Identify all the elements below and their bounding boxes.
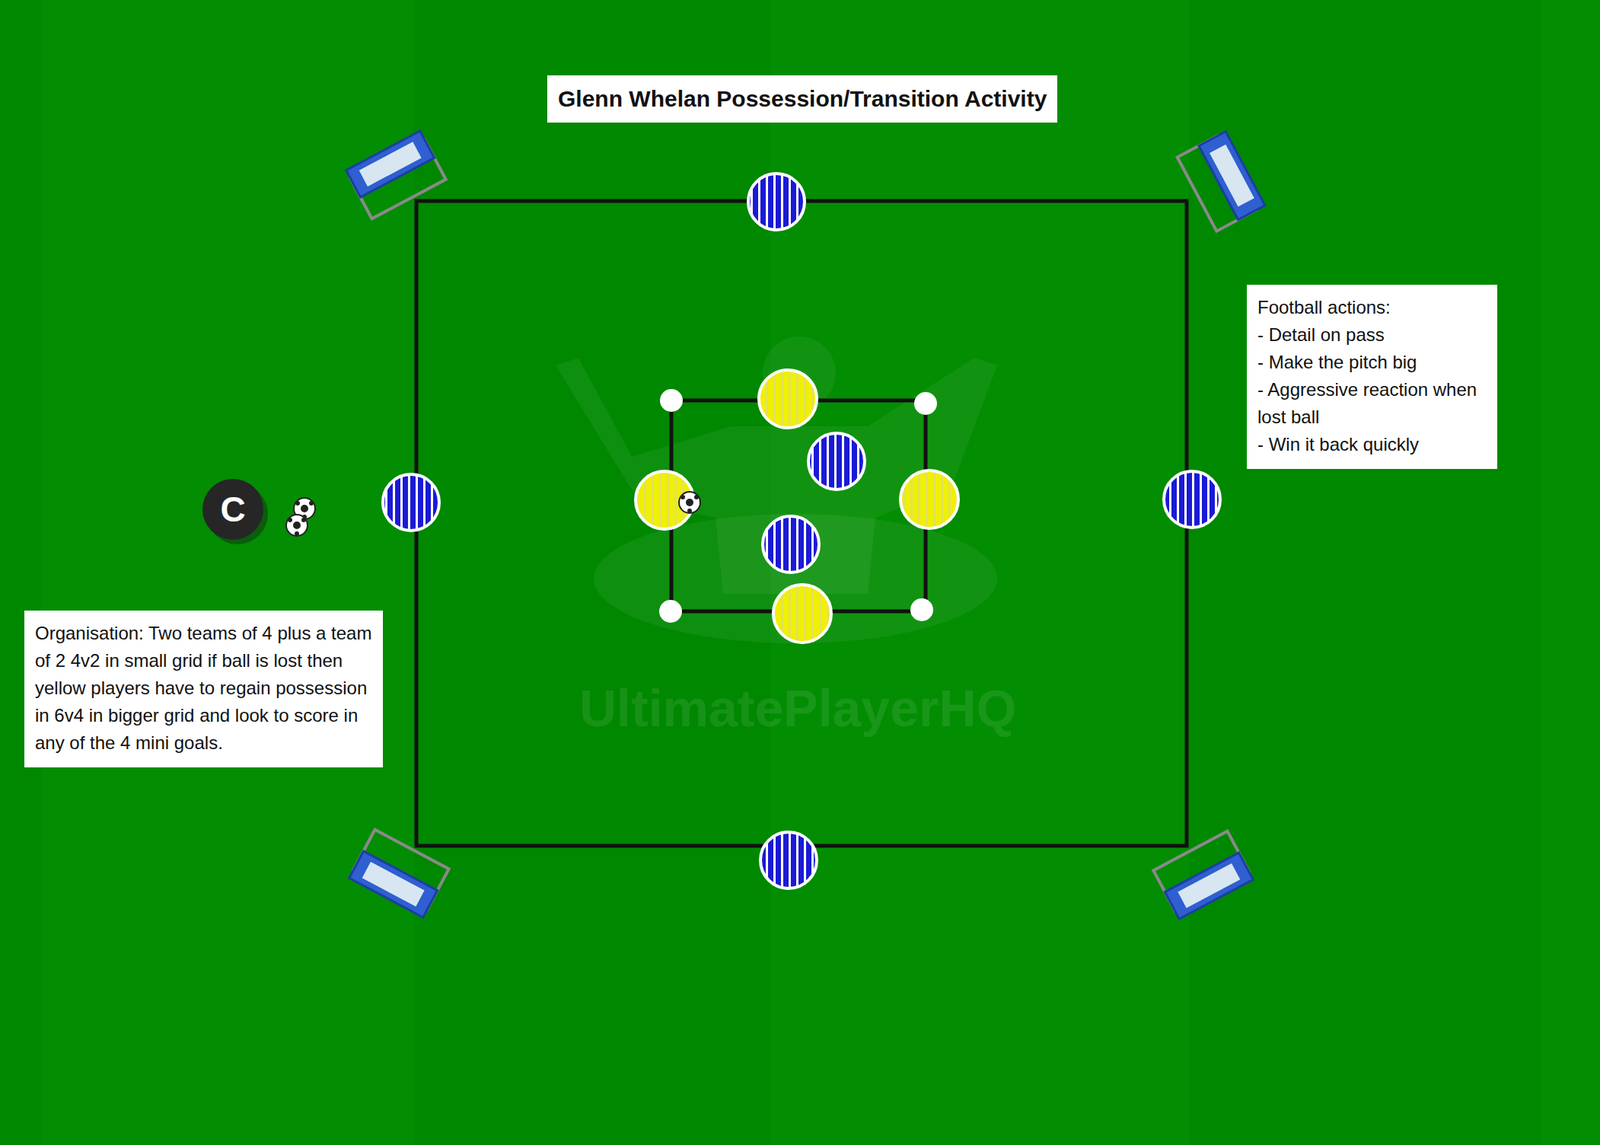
note-text: Organisation: Two teams of 4 plus a team… bbox=[35, 619, 373, 757]
coach-marker: C bbox=[202, 478, 264, 540]
watermark-text: UltimatePlayerHQ bbox=[579, 678, 1017, 738]
title-box: Glenn Whelan Possession/Transition Activ… bbox=[547, 75, 1058, 123]
note-text: Football actions: bbox=[1257, 293, 1487, 322]
note-text: - Win it back quickly bbox=[1257, 430, 1487, 459]
note-text: - Aggressive reaction when lost ball bbox=[1257, 376, 1487, 431]
coach-letter: C bbox=[219, 488, 246, 530]
note-text: - Detail on pass bbox=[1257, 321, 1487, 349]
notes-box: Football actions:- Detail on pass- Make … bbox=[1246, 284, 1498, 469]
note-text: - Make the pitch big bbox=[1257, 348, 1487, 377]
notes-box: Organisation: Two teams of 4 plus a team… bbox=[24, 610, 383, 768]
